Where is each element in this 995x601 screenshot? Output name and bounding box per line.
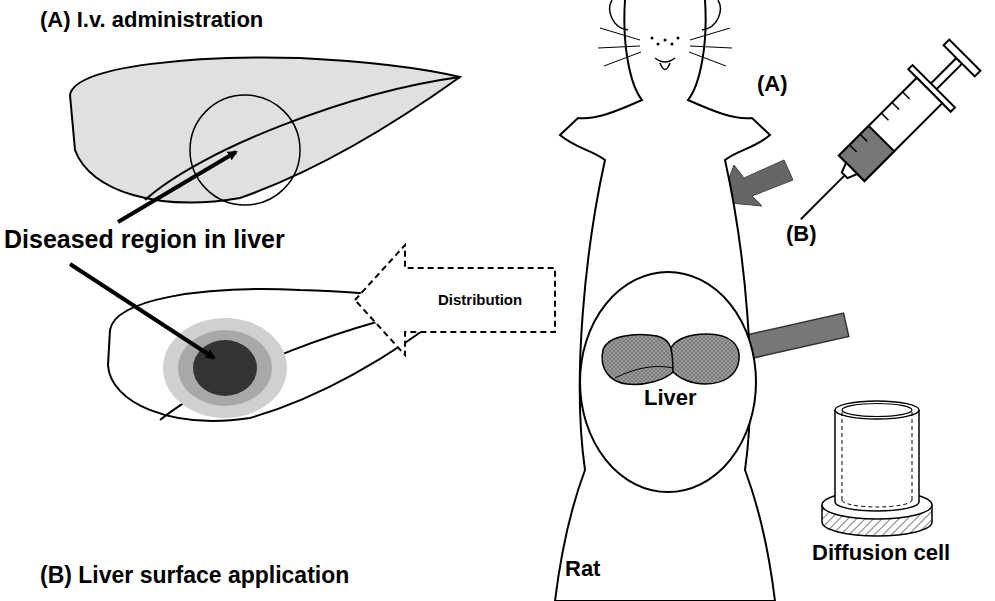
panel-title: (A) I.v. administration	[40, 8, 263, 32]
device-label: Diffusion cell	[812, 541, 950, 565]
arrow-label: Distribution	[438, 292, 522, 309]
distribution-arrow	[355, 245, 555, 355]
route-label: (B)	[786, 222, 817, 246]
rat-body: Rat Liver	[550, 0, 780, 601]
diffusion-cell	[822, 401, 932, 536]
panel-title: (B) Liver surface application	[40, 563, 349, 588]
node-text: Liver	[644, 386, 697, 410]
liver-organ: Liver	[595, 328, 745, 414]
liver-lobe-iv	[70, 57, 460, 205]
rat-outline	[550, 0, 780, 601]
region-label: Diseased region in liver	[4, 226, 285, 254]
node-text: Rat	[565, 557, 600, 581]
syringe	[780, 34, 986, 240]
pointer-arrow	[118, 152, 236, 222]
pointer-arrow	[70, 264, 214, 358]
route-label: (A)	[757, 72, 788, 96]
